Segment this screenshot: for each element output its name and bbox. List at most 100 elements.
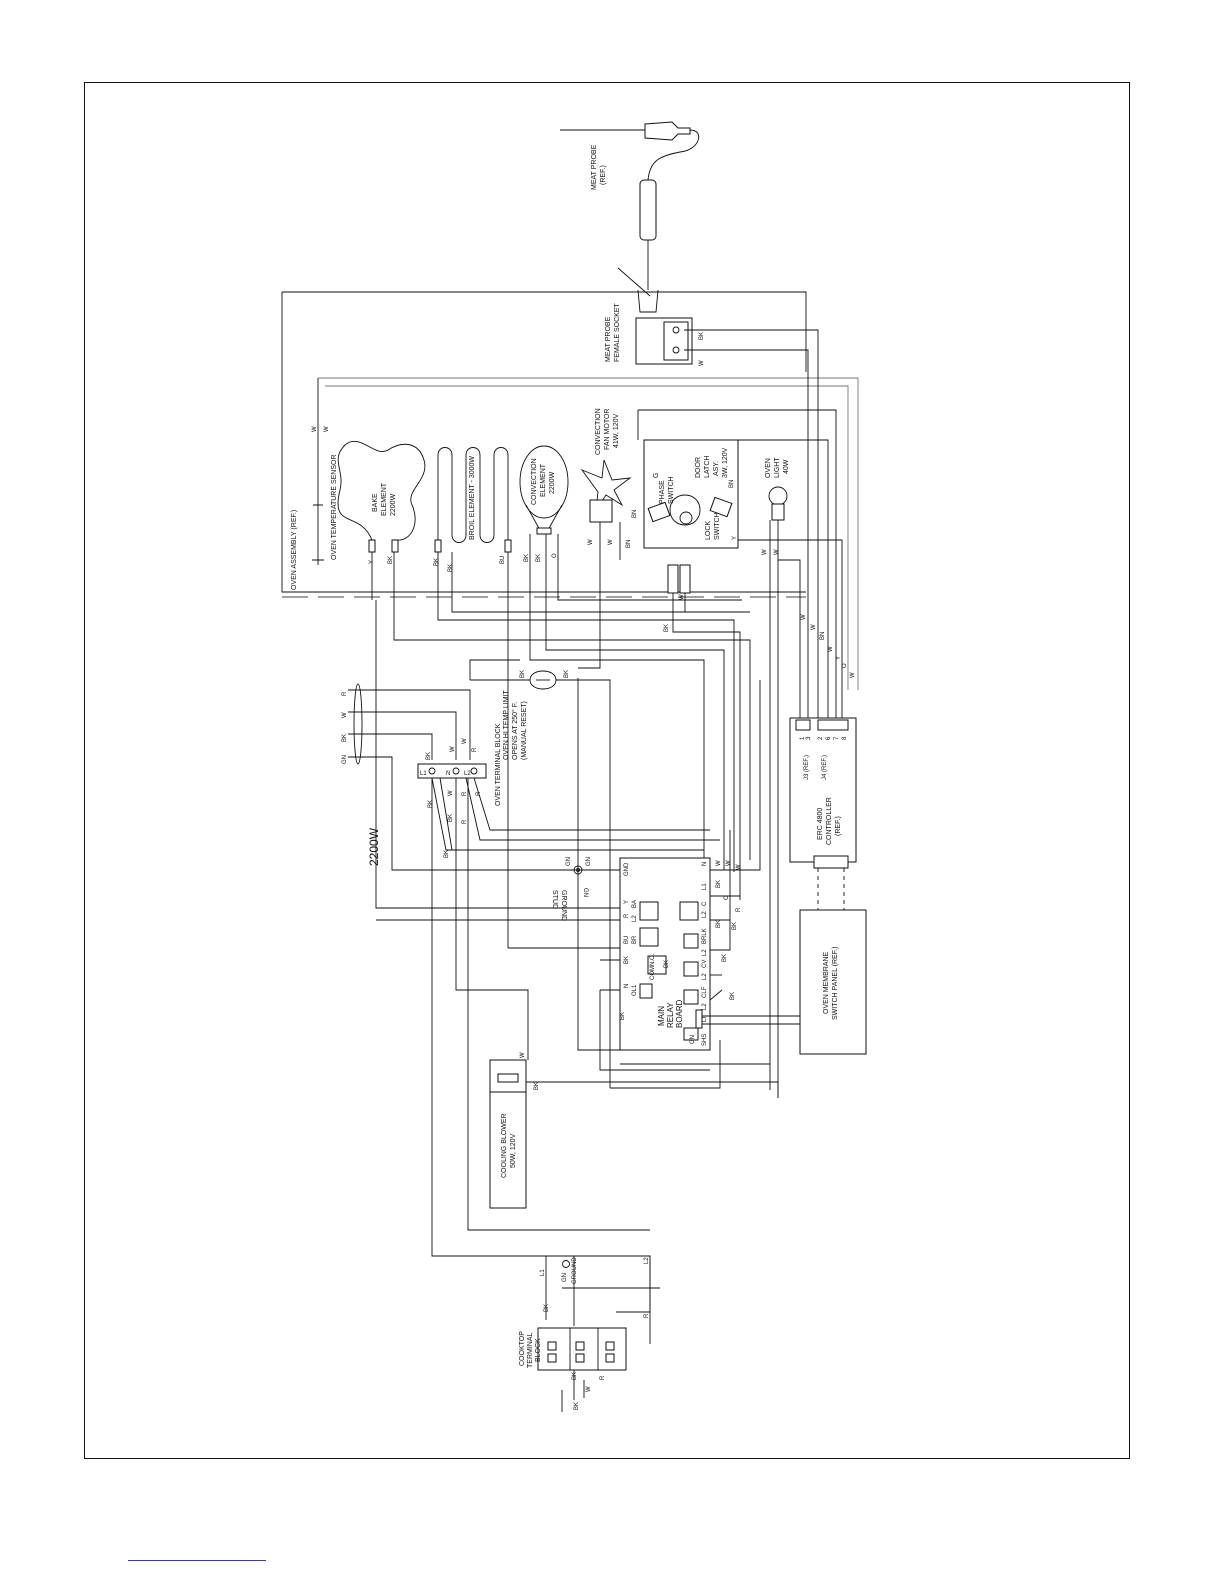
hi-limit-wire-bk1: BK [520,670,526,678]
sensor-wire-w2: W [324,426,330,432]
j4-pin-6: 6 [826,736,832,740]
light-label-2: LIGHT [774,457,781,478]
latch-wire-y: Y [732,536,738,540]
hi-temp-limit: OVEN HI TEMP LIMIT OPENS AT 250° F. (MAN… [469,659,611,1088]
wire-w-ctrl4: W [850,672,856,678]
wire-bk-latch: BK [664,624,670,632]
oven-assembly-outline [281,291,807,593]
conv-wire-o: O [552,553,558,558]
gs-wire-gn2: GN [586,857,592,866]
relay-pin-clf: CLF [702,986,708,998]
meat-probe-socket: MEAT PROBE FEMALE SOCKET BK W [605,303,705,366]
supply-l2: L2 [644,1257,650,1264]
latch-label-1: DOOR [695,457,702,478]
j4-pin-2: 2 [818,736,824,740]
latch-label-2: LATCH [704,456,711,478]
latch-wire-bn1: BN [632,510,638,518]
oven-assembly-label: OVEN ASSEMBLY (REF.) [291,510,298,590]
bake-label-3: 2200W [390,493,397,516]
temp-sensor-label: OVEN TEMPERATURE SENSOR [331,454,338,560]
light-wire-w1: W [762,549,768,555]
terminal-pin-l1: L1 [420,771,427,777]
supply-bottom: L1 L2 GN GROUND BK R [540,1256,660,1326]
conv-element-label-2: ELEMENT [540,463,547,497]
terminal-pin-l2: L2 [464,771,471,777]
relay-wire-bk-clf: BK [730,992,736,1000]
meat-probe: MEAT PROBE (REF.) [560,121,700,313]
light-wire-w2: W [774,549,780,555]
relay-pin-y: Y [624,900,630,904]
relay-wire-w-lt: W [736,864,742,870]
relay-wire-bk-l1: BK [716,880,722,888]
lock-switch-label-1: LOCK [705,521,712,540]
lock-switch-label-2: SWITCH [714,512,721,540]
supply-l1: L1 [540,1269,546,1276]
tb-wire-r1: R [472,747,478,752]
ground-stud-label-2: STUD [551,890,558,909]
relay-pin-l1-r: L1 [702,883,708,890]
cooktop-mark-bk2: BK [574,1402,580,1410]
relay-pin-bu: BU [624,936,630,944]
blower-wire-bk: BK [534,1082,540,1090]
hi-limit-label-3: (MANUAL RESET) [521,701,528,760]
blower-wire-w: W [520,1052,526,1058]
switch-panel-label-2: SWITCH PANEL (REF.) [832,946,839,1020]
wire-o-ctrl: O [842,663,848,668]
supply-wire-w: W [342,712,348,718]
oven-light: OVEN LIGHT 40W W W [762,457,790,555]
tb-wire-bk4: BK [444,850,450,858]
relay-wire-r: R [736,907,742,912]
latch-label-3: ASY. [713,461,720,476]
relay-wire-bk-c: BK [716,920,722,928]
relay-pin-l2-r4: L2 [702,1003,708,1010]
hi-limit-label-1: OVEN HI TEMP LIMIT [503,690,510,760]
relay-pin-n: N [624,984,630,988]
main-relay-board: GND Y BA R L2 BU BR BK N.O. COM N OL1 GN… [619,857,711,1051]
terminal-pin-n: N [446,771,450,777]
conv-element-label-3: 2200W [549,471,556,494]
relay-pin-br: BR [632,935,638,944]
tb-wire-w3: W [448,790,454,796]
broil-wire-bu: BU [500,556,506,564]
relay-pin-bk: BK [624,956,630,964]
cooktop-label-2: TERMINAL [527,1333,534,1369]
relay-wire-bk-com: BK [664,960,670,968]
meat-probe-label-2: (REF.) [600,165,607,185]
tb-wire-bk1: BK [426,752,432,760]
tb-wire-r2: R [462,791,468,796]
cooktop-mark-r: R [600,1375,606,1380]
fan-wire-w2: W [608,539,614,545]
relay-label-2: RELAY [666,1002,675,1028]
relay-pin-l2-r3: L2 [702,973,708,980]
relay-pin-ba: BA [632,900,638,908]
controller-label-3: (REF.) [835,816,842,836]
supply-gn: GN [562,1273,568,1282]
controller-label-2: CONTROLLER [826,797,833,845]
wire-w-ctrl3: W [828,646,834,652]
fan-label-3: 41W, 120V [613,413,620,448]
light-label-3: 40W [783,459,790,474]
relay-pin-l2-r1: L2 [702,911,708,918]
relay-wire-o: O [724,895,730,900]
supply-wire-r: R [342,691,348,696]
probe-wire-w: W [699,360,705,366]
blower-label-1: COOLING BLOWER [501,1113,508,1178]
power-2200w-label: 2200W [367,827,381,866]
relay-pin-no: N.O. [650,953,656,966]
broil-wire-bk2: BK [448,564,454,572]
relay-wire-bk-left: BK [620,1012,626,1020]
hi-limit-label-2: OPENS AT 250° F. [511,702,519,760]
relay-label-1: MAIN [657,1006,666,1026]
broil-wire-bk1: BK [434,558,440,566]
bake-label-1: BAKE [372,493,379,512]
latch-label-4: 3W, 120V [722,447,729,478]
latch-wire-g: G [653,473,660,478]
fan-label-1: CONVECTION [595,408,602,455]
wire-y-ctrl: Y [836,656,842,660]
phase-switch-label-1: PHASE [659,480,666,504]
bake-wire-bk: BK [388,556,394,564]
cooktop-label-3: BLOCK [535,1338,542,1362]
supply-leads: R W BK GN 2200W [342,683,620,871]
fan-wire-w1: W [588,539,594,545]
convection-element: CONVECTION ELEMENT 2200W BK BK O [519,445,569,562]
